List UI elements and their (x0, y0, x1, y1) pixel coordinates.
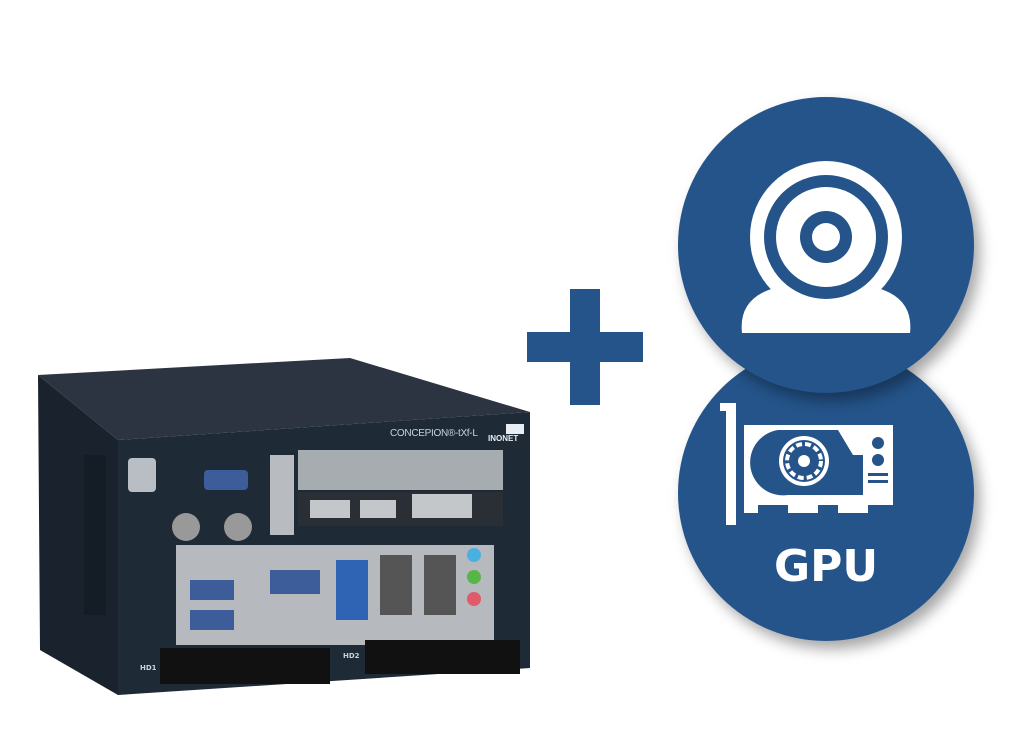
gpu-label: GPU (773, 541, 879, 592)
brand-logo: INONET (488, 434, 519, 443)
gpu-badge: GPU (678, 345, 974, 641)
webcam-badge (678, 97, 974, 393)
drive-label-hd2: HD2 (343, 652, 360, 660)
plus-icon (527, 289, 643, 405)
graphics-card-icon (720, 403, 893, 525)
drive-label-hd1: HD1 (140, 664, 157, 672)
webcam-icon (741, 161, 911, 333)
product-brand-label: CONCEPION®-tXf-L (390, 428, 478, 439)
